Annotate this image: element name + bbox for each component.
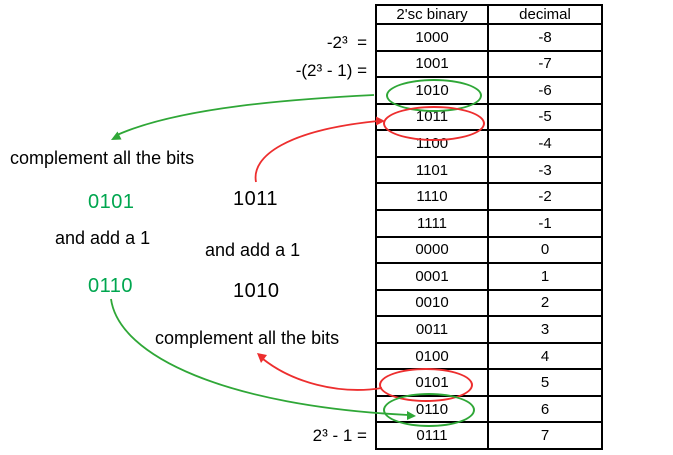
- table-cell: 7: [487, 421, 603, 450]
- table-cell: 6: [487, 394, 603, 424]
- red-arrow-top: [254, 120, 379, 183]
- table-cell: 1001: [375, 49, 489, 79]
- column-header-binary: 2'sc binary: [375, 4, 489, 25]
- red-circle-row-1011: [383, 106, 485, 141]
- table-row: 1110-2: [375, 182, 603, 211]
- table-row: 1111-1: [375, 208, 603, 238]
- add-one-text-left: and add a 1: [55, 228, 151, 248]
- table-cell: 1: [487, 262, 603, 291]
- complement-bits-text-bottom: complement all the bits: [155, 328, 340, 348]
- table-cell: -8: [487, 23, 603, 52]
- table-cell: -1: [487, 208, 603, 238]
- value-1011-black: 1011: [233, 188, 279, 210]
- table-cell: 0: [487, 235, 603, 265]
- table-row: 1001-7: [375, 49, 603, 79]
- label-2pow3-minus1: 2³ - 1 =: [312, 426, 367, 445]
- value-0110-green: 0110: [88, 275, 134, 297]
- add-one-text-right: and add a 1: [205, 240, 301, 260]
- table-cell: 5: [487, 368, 603, 397]
- table-cell: 0001: [375, 262, 489, 291]
- table-cell: 1101: [375, 155, 489, 185]
- red-arrow-bottom: [262, 358, 383, 391]
- complement-bits-text-top: complement all the bits: [10, 148, 195, 168]
- table-cell: -3: [487, 155, 603, 185]
- table-cell: 1111: [375, 208, 489, 238]
- table-cell: -7: [487, 49, 603, 79]
- table-cell: -6: [487, 76, 603, 105]
- table-cell: 1000: [375, 23, 489, 52]
- green-arrowhead-top: [111, 131, 122, 140]
- green-arrow-bottom: [110, 298, 409, 416]
- label-neg-2pow3-minus1: -(2³ - 1) =: [295, 61, 367, 80]
- table-cell: 3: [487, 315, 603, 344]
- table-cell: -4: [487, 129, 603, 158]
- red-arrowhead-bottom: [257, 353, 267, 363]
- table-cell: 2: [487, 288, 603, 318]
- table-cell: -2: [487, 182, 603, 211]
- value-1010-black: 1010: [233, 280, 280, 302]
- label-neg-2pow3: -2³ =: [326, 33, 367, 52]
- green-circle-row-0110: [383, 393, 475, 427]
- table-row: 1000-8: [375, 23, 603, 52]
- green-arrow-top: [116, 94, 375, 136]
- table-cell: 0100: [375, 341, 489, 371]
- table-cell: 4: [487, 341, 603, 371]
- table-cell: -5: [487, 102, 603, 132]
- table-cell: 0011: [375, 315, 489, 344]
- table-header-row: 2'sc binary decimal: [375, 4, 603, 25]
- table-row: 1101-3: [375, 155, 603, 185]
- table-cell: 1110: [375, 182, 489, 211]
- column-header-decimal: decimal: [487, 4, 603, 25]
- table-cell: 0010: [375, 288, 489, 318]
- value-0101-green: 0101: [88, 191, 135, 213]
- table-cell: 0000: [375, 235, 489, 265]
